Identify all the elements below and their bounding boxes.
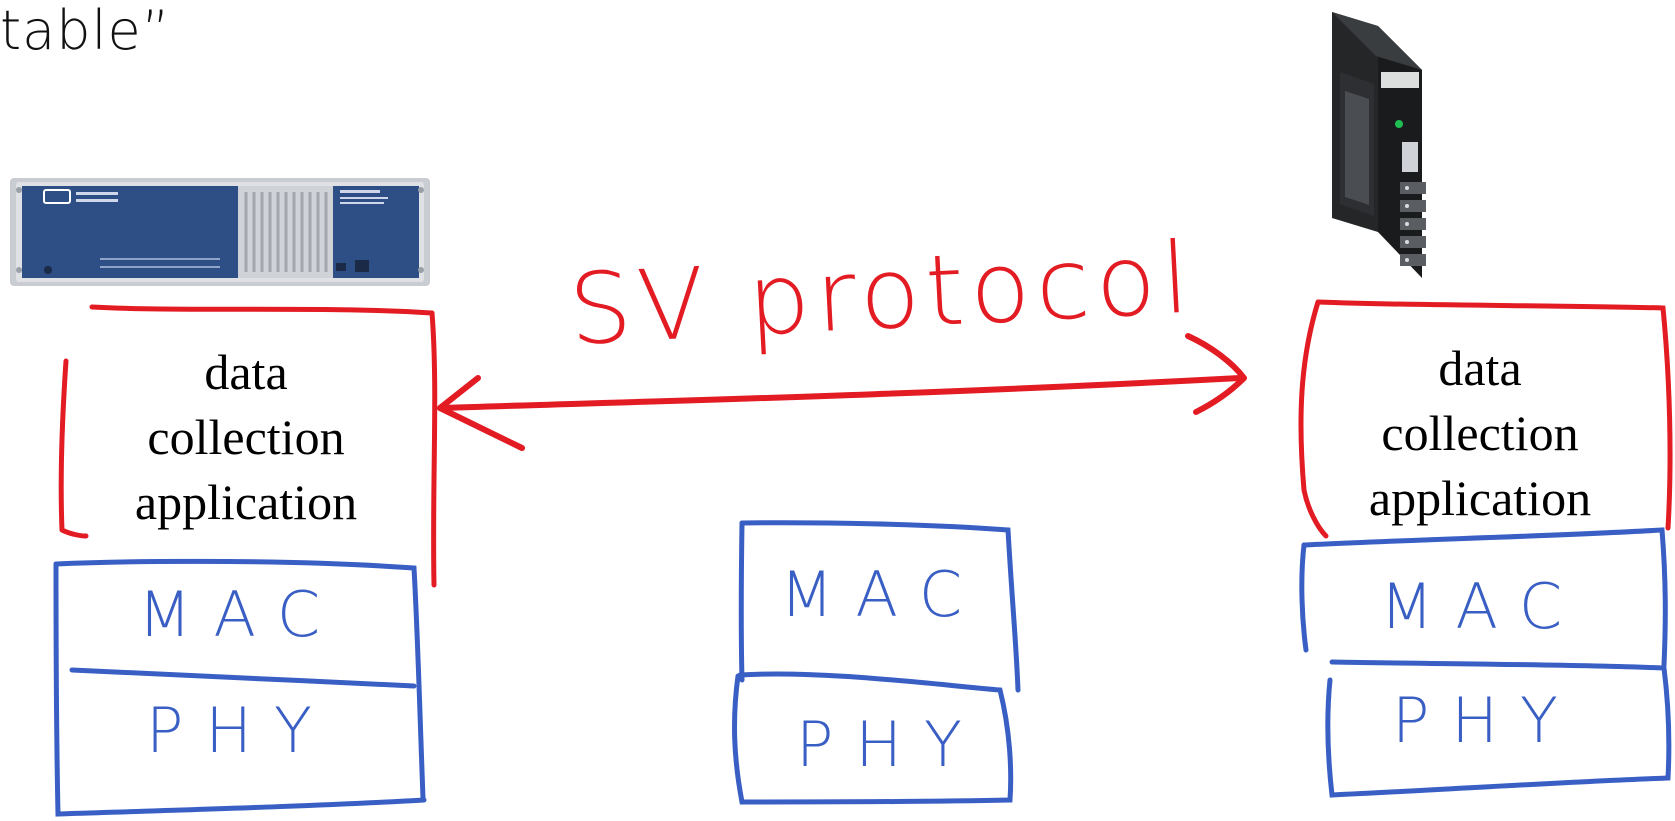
left-app-line-1: data	[204, 344, 288, 400]
right-app-label: data collection application	[1330, 336, 1630, 531]
left-mac-label: MAC	[138, 578, 343, 651]
left-stack-box	[53, 558, 427, 817]
rack-phasor-concentrator-icon	[10, 178, 430, 286]
right-app-line-3: application	[1368, 470, 1592, 526]
right-app-line-1: data	[1438, 340, 1522, 396]
middle-phy-label: PHY	[796, 708, 984, 781]
din-rail-module-icon	[1332, 12, 1426, 278]
middle-stack-box	[732, 520, 1021, 805]
left-app-box	[58, 304, 438, 588]
slide-title: table”	[0, 0, 171, 62]
left-phy-label: PHY	[146, 694, 334, 767]
right-phy-label: PHY	[1392, 684, 1580, 757]
right-mac-label: MAC	[1380, 570, 1585, 643]
left-app-label: data collection application	[96, 340, 396, 535]
sv-protocol-arrow	[437, 333, 1247, 451]
middle-mac-label: MAC	[780, 558, 985, 631]
right-app-line-2: collection	[1381, 405, 1579, 461]
right-stack-box	[1299, 527, 1672, 798]
left-app-line-2: collection	[147, 409, 345, 465]
left-app-line-3: application	[134, 474, 358, 530]
right-app-box	[1298, 299, 1673, 539]
